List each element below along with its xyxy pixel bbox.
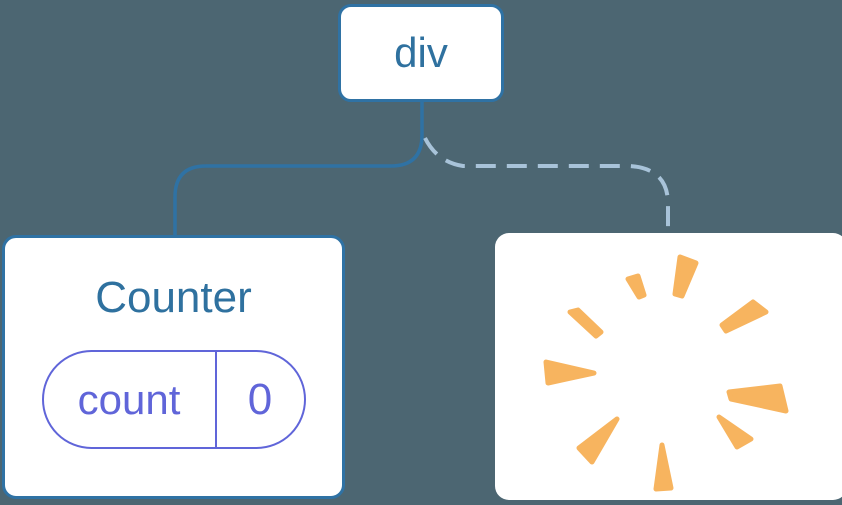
counter-component-title: Counter: [95, 273, 252, 322]
poof-explosion-icon: [543, 254, 789, 492]
state-pill: count 0: [41, 350, 306, 449]
root-dom-node: div: [338, 4, 504, 102]
root-dom-node-label: div: [394, 29, 448, 76]
state-key: count: [77, 375, 181, 423]
poof-ray: [719, 299, 769, 334]
poof-ray: [576, 416, 620, 465]
poof-ray: [672, 254, 699, 299]
dashed-edge-div-to-removed: [423, 137, 670, 231]
solid-edge-div-to-counter: [173, 99, 424, 238]
counter-component-card: Counter count 0: [2, 235, 345, 499]
poof-ray: [716, 414, 754, 450]
removed-component-card: [495, 233, 842, 500]
state-value: 0: [214, 352, 304, 447]
poof-ray: [543, 359, 597, 386]
poof-ray: [653, 442, 674, 492]
poof-ray: [726, 383, 789, 414]
poof-ray: [625, 273, 647, 300]
poof-ray: [567, 307, 604, 339]
